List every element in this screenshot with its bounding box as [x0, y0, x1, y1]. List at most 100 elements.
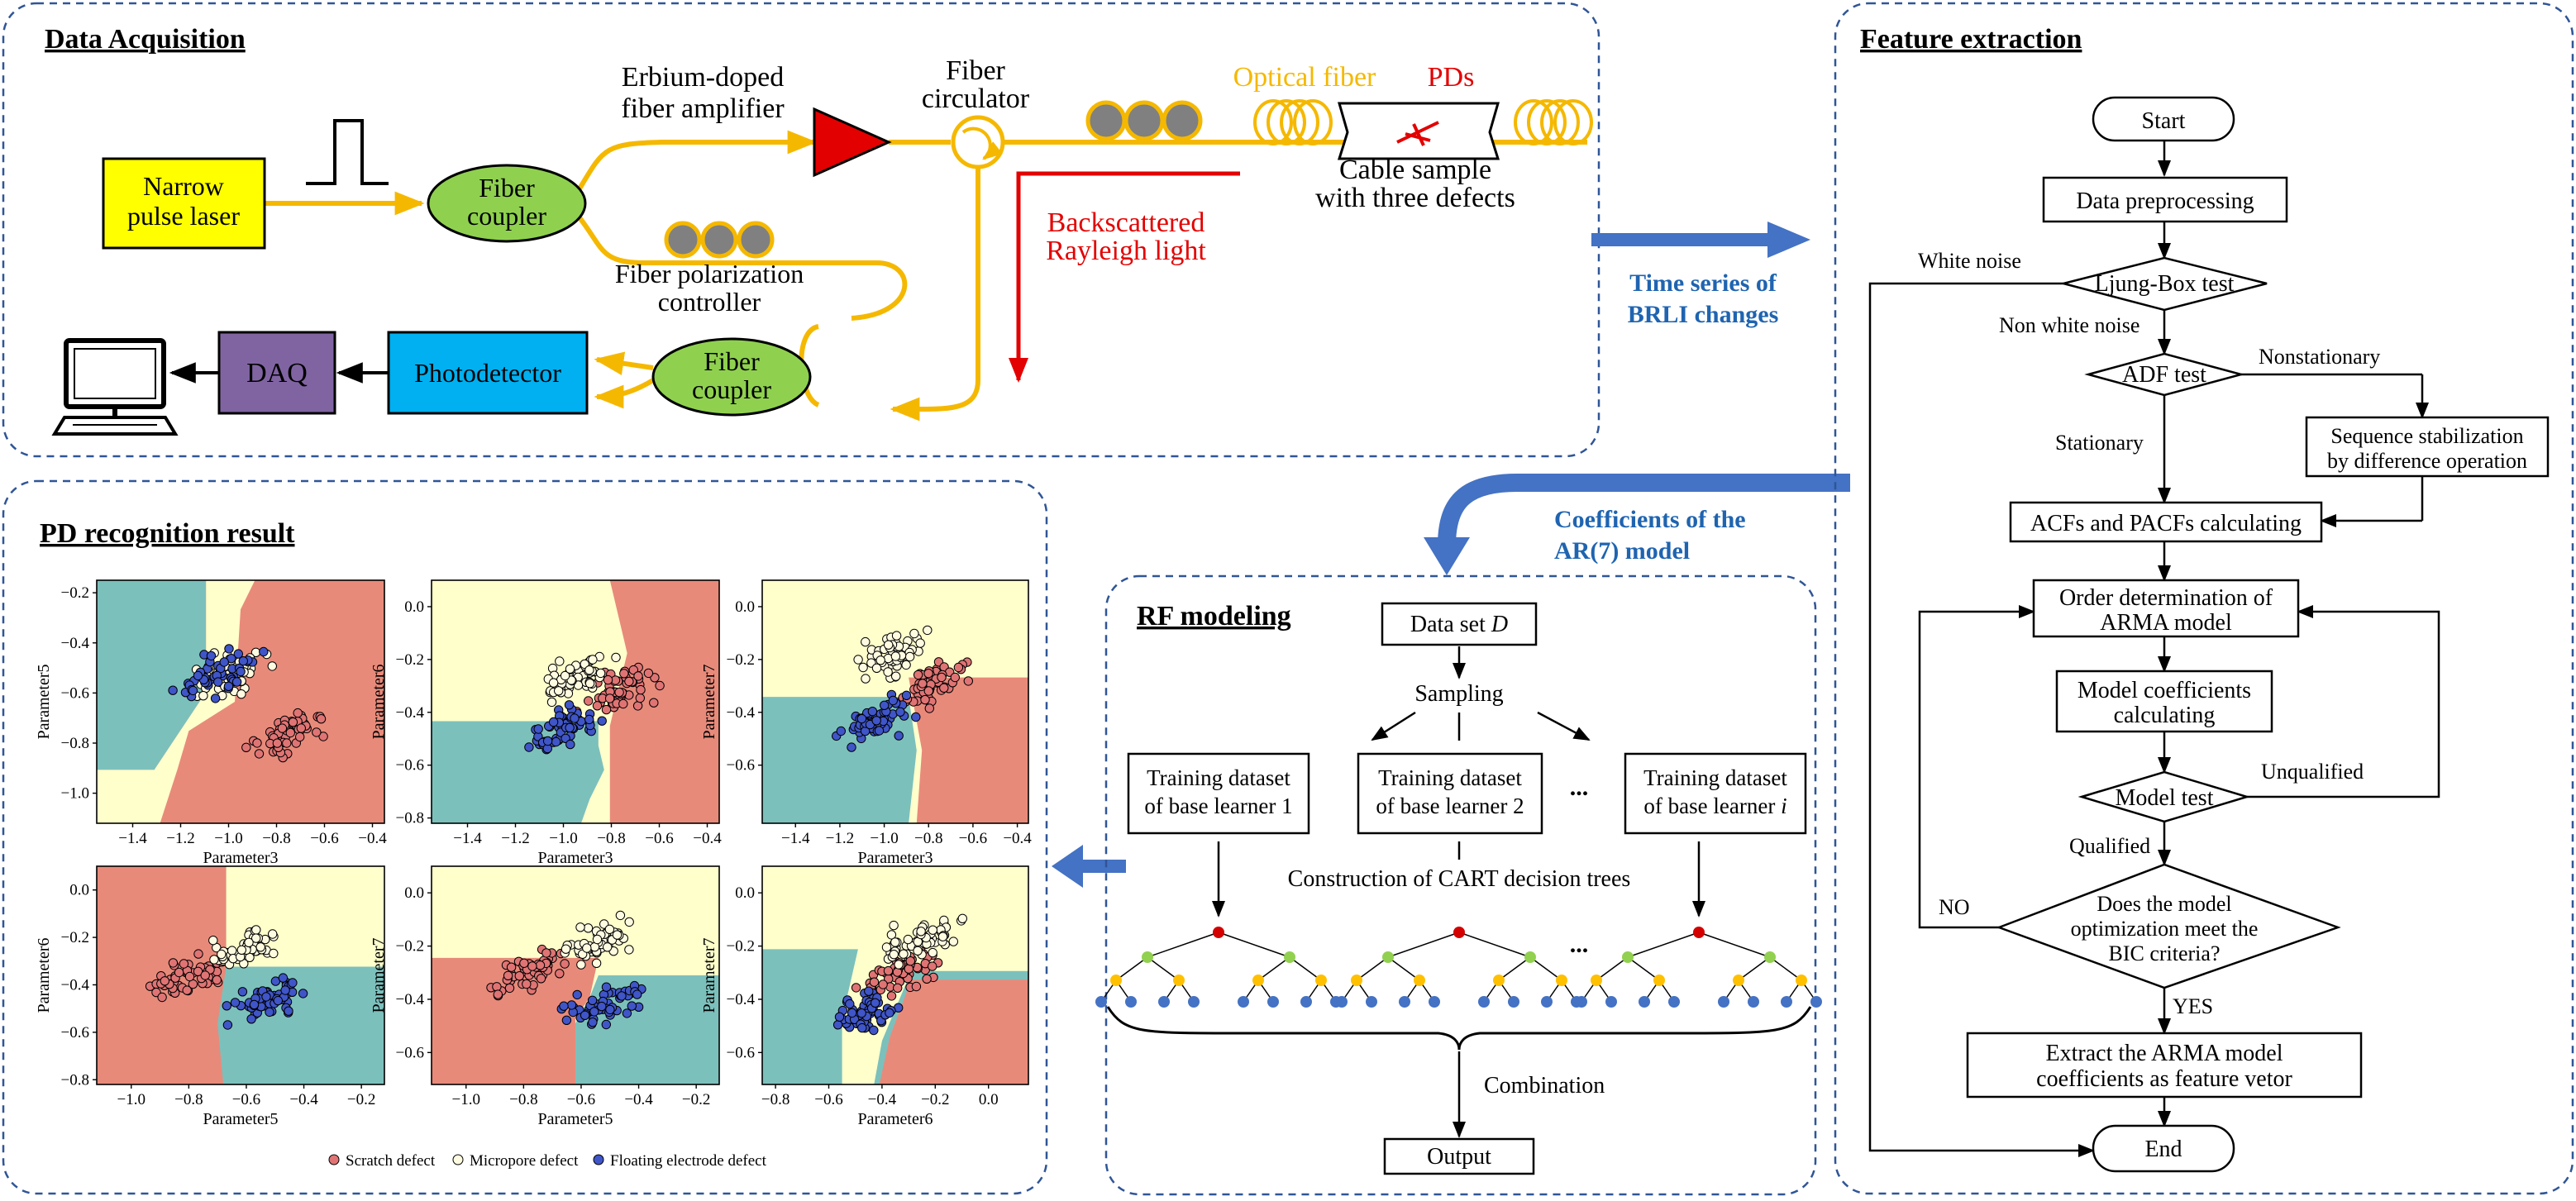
data-point	[533, 724, 543, 734]
data-point	[894, 960, 904, 970]
x-tick-label: −1.0	[549, 830, 577, 847]
scatter-plot: −1.4−1.2−1.0−0.8−0.6−0.4−0.2−0.4−0.6−0.8…	[35, 579, 387, 867]
data-point	[570, 713, 580, 723]
data-point	[847, 742, 856, 752]
data-point	[869, 1025, 879, 1036]
data-point	[492, 982, 502, 992]
extract-node	[1966, 1032, 2363, 1099]
scatter-plot: −1.4−1.2−1.0−0.8−0.6−0.40.0−0.2−0.4−0.6−…	[370, 579, 722, 867]
data-point	[316, 714, 327, 724]
data-point	[875, 655, 885, 665]
tree-edge	[1529, 956, 1562, 981]
legend: Scratch defect Micropore defect Floating…	[328, 1152, 767, 1170]
data-point	[603, 674, 613, 685]
y-axis-label: Parameter7	[700, 664, 718, 739]
data-point	[948, 936, 959, 946]
data-point	[198, 691, 208, 701]
data-point	[182, 985, 192, 995]
x-tick-label: −1.0	[214, 830, 242, 847]
data-point	[179, 959, 189, 969]
data-point	[618, 698, 628, 709]
data-point	[923, 625, 933, 636]
x-tick-label: −0.6	[959, 830, 987, 847]
feature-extraction-panel: Feature extraction Start Data preprocess…	[1834, 2, 2574, 1195]
data-point	[597, 716, 607, 726]
train-node-i	[1624, 752, 1807, 835]
data-point	[160, 976, 170, 986]
tree-leaf	[1668, 996, 1680, 1008]
x-tick-label: −0.8	[174, 1091, 203, 1108]
pol-ball	[664, 221, 702, 259]
data-point	[219, 657, 229, 667]
tree-node	[1284, 951, 1295, 963]
stationary-label: Stationary	[2055, 431, 2144, 455]
y-tick-label: −0.2	[61, 929, 89, 946]
x-axis-label: Parameter3	[537, 849, 613, 867]
main-fiber-polarization-balls	[1085, 100, 1203, 141]
fiber-coupler-1	[427, 164, 587, 243]
laser-label-1: Narrow	[143, 171, 224, 201]
data-point	[591, 958, 602, 969]
y-tick-label: −0.6	[727, 757, 755, 774]
data-point	[911, 981, 922, 992]
data-point	[174, 967, 184, 978]
yes-label: YES	[2173, 994, 2213, 1018]
y-tick-label: −0.6	[396, 1044, 424, 1061]
data-point	[236, 689, 246, 699]
tree-leaf	[1810, 996, 1822, 1008]
tree-leaf	[1478, 996, 1490, 1008]
x-axis-label: Parameter3	[857, 849, 933, 867]
dataset-label: Data set D	[1410, 612, 1508, 637]
tree-edge	[1257, 956, 1290, 981]
x-tick-label: −0.4	[289, 1091, 318, 1108]
polarization-label-1: Fiber polarization	[615, 259, 804, 288]
adf-label: ADF test	[2122, 362, 2206, 388]
data-point	[548, 717, 559, 727]
combination-brace	[1106, 1006, 1812, 1051]
axes-frame	[96, 579, 385, 824]
panel-title: Data Acquisition	[45, 24, 246, 55]
data-point	[633, 671, 643, 681]
data-point	[554, 686, 564, 696]
ljung-label: Ljung-Box test	[2095, 271, 2235, 297]
data-point	[288, 978, 298, 988]
data-point	[605, 1004, 615, 1015]
tree-node	[1796, 975, 1807, 986]
y-tick-label: −0.4	[727, 991, 756, 1008]
cable-label-2: with three defects	[1315, 183, 1515, 213]
data-point	[592, 934, 603, 945]
data-acquisition-panel: Data Acquisition Narrow pulse laser Fibe…	[2, 2, 1600, 458]
polarization-fiber	[576, 215, 908, 321]
tree-leaf	[1576, 996, 1587, 1008]
tree-node	[1382, 951, 1394, 963]
pol-ball	[1162, 100, 1203, 141]
axes-frame	[96, 865, 385, 1085]
data-point	[312, 727, 322, 737]
data-point	[617, 991, 627, 1001]
order-node	[2032, 579, 2300, 638]
x-tick-label: −0.8	[597, 830, 625, 847]
train2-label-1: Training dataset	[1378, 765, 1522, 790]
tree-edge	[1218, 932, 1290, 958]
cart-label: Construction of CART decision trees	[1288, 866, 1631, 892]
data-point	[318, 732, 328, 741]
tree-leaf	[1748, 996, 1759, 1008]
data-point	[184, 971, 195, 982]
data-point	[869, 977, 880, 987]
data-point	[241, 742, 251, 752]
data-point	[916, 927, 926, 936]
data-point	[278, 973, 289, 983]
data-point	[587, 995, 598, 1006]
data-point	[899, 949, 909, 959]
tree-node	[1556, 975, 1567, 986]
sampling-label: Sampling	[1414, 681, 1503, 707]
cart-tree	[1095, 927, 1342, 1008]
circulator-return-fiber	[890, 165, 980, 422]
data-point	[891, 631, 902, 641]
data-point	[236, 666, 246, 677]
non-white-label: Non white noise	[1999, 313, 2140, 337]
tree-node	[1414, 975, 1425, 986]
x-tick-label: −1.2	[826, 830, 854, 847]
tree-node-root	[1693, 927, 1705, 938]
